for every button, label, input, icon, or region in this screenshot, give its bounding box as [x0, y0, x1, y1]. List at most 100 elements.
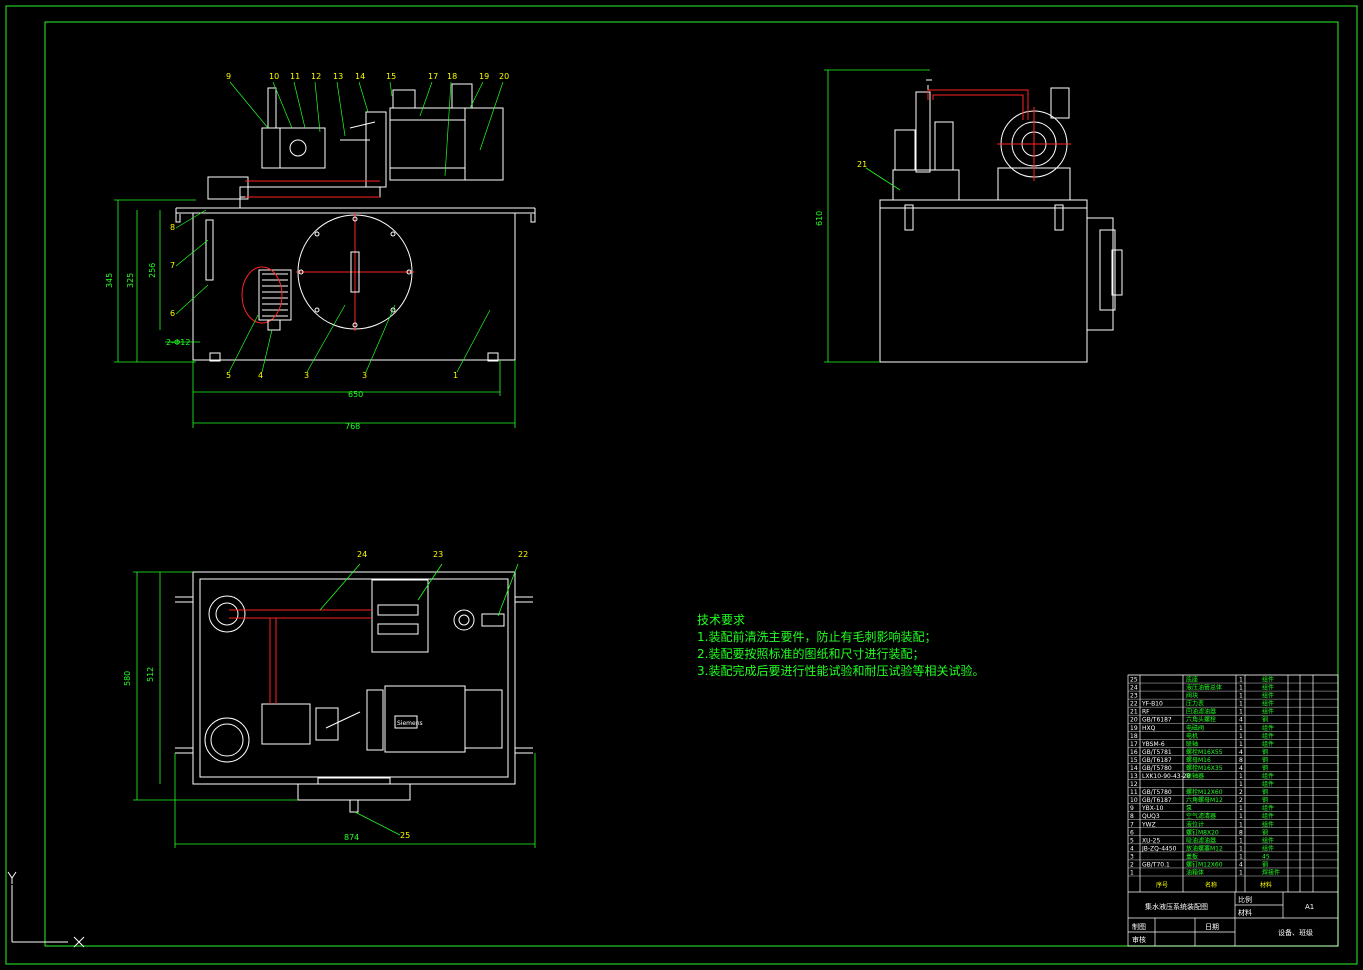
bom-cell-no: 7	[1130, 821, 1134, 828]
bom-cell-code: GB/T5781	[1142, 749, 1172, 756]
callout: 6	[170, 309, 175, 318]
bom-cell-qty: 1	[1239, 853, 1243, 860]
bom-cell-no: 14	[1130, 765, 1138, 772]
tank-body	[192, 212, 516, 361]
bom-cell-mat: 组件	[1262, 740, 1274, 748]
bom-cell-qty: 2	[1239, 789, 1243, 796]
bom-cell-name: 液压油管总体	[1186, 684, 1222, 692]
bom-cell-no: 9	[1130, 805, 1134, 812]
top-dim-580: 580	[123, 671, 132, 686]
bom-cell-mat: 钢	[1262, 716, 1268, 724]
suction-filter	[258, 269, 292, 321]
bom-cell-name: 电机	[1186, 732, 1198, 740]
dim-650: 650	[348, 390, 363, 399]
bom-cell-name: 盖板	[1186, 852, 1198, 860]
dim-325: 325	[126, 273, 135, 288]
tech-req-item: 1.装配前清洗主要件，防止有毛刺影响装配；	[697, 630, 937, 644]
top-dim-874: 874	[344, 833, 359, 842]
bom-cell-no: 3	[1130, 853, 1134, 860]
bom-cell-mat: 组件	[1262, 780, 1274, 788]
bom-cell-code: GB/T6187	[1142, 757, 1172, 764]
bom-cell-name: 联轴器	[1186, 772, 1204, 780]
callout: 20	[499, 72, 509, 81]
bom-cell-no: 17	[1130, 741, 1138, 748]
check-label: 审核	[1132, 935, 1146, 944]
callout: 1	[453, 371, 458, 380]
bom-cell-qty: 1	[1239, 845, 1243, 852]
callout: 21	[857, 160, 867, 169]
bom-cell-qty: 1	[1239, 677, 1243, 684]
title-block-text: 序号 名称 材料 集水液压系统装配图 比例 材料 A1 制图 审核 日期 设备、…	[1132, 881, 1314, 944]
callout: 13	[333, 72, 343, 81]
callout: 8	[170, 223, 175, 232]
bom-cell-no: 11	[1130, 789, 1138, 796]
bom-cell-qty: 8	[1239, 829, 1243, 836]
bom-cell-name: 六角螺母M12	[1186, 796, 1223, 804]
bom-cell-mat: 焊接件	[1262, 869, 1280, 877]
bom-cell-name: 泵	[1186, 805, 1192, 812]
bom-cell-code: HXQ	[1142, 725, 1156, 732]
material-label: 材料	[1238, 908, 1252, 917]
bom-cell-no: 8	[1130, 813, 1134, 820]
dim-345: 345	[105, 273, 114, 288]
sheet-size: A1	[1305, 903, 1314, 911]
bom-cell-mat: 组件	[1262, 804, 1274, 812]
bom-cell-no: 21	[1130, 709, 1138, 716]
bom-cell-qty: 1	[1239, 693, 1243, 700]
callout: 24	[357, 550, 367, 559]
callout: 10	[269, 72, 279, 81]
drawing-name: 集水液压系统装配图	[1145, 902, 1208, 911]
bom-cell-qty: 2	[1239, 797, 1243, 804]
side-view-dimensions	[824, 69, 930, 363]
sheet-inner-border	[44, 21, 1339, 947]
bom-cell-name: 回油滤油器	[1186, 708, 1216, 716]
tech-req-title: 技术要求	[697, 613, 746, 627]
bom-cell-qty: 4	[1239, 765, 1243, 772]
callout: 17	[428, 72, 438, 81]
motor-badge: Siemens	[397, 720, 423, 727]
top-motor	[384, 685, 466, 753]
callout: 25	[400, 831, 410, 840]
bom-cell-mat: 组件	[1262, 732, 1274, 740]
bom-cell-no: 15	[1130, 757, 1138, 764]
bom-cell-mat: 45	[1262, 853, 1270, 860]
bom-header-material: 材料	[1260, 881, 1272, 889]
front-view	[175, 83, 536, 362]
bom-cell-code: JB-ZQ-4450	[1141, 845, 1177, 852]
top-view	[175, 571, 533, 813]
bom-cell-name: 压力表	[1186, 700, 1204, 708]
bom-cell-name: 阀块	[1186, 692, 1198, 700]
top-dim-512: 512	[146, 667, 155, 682]
callout: 11	[290, 72, 300, 81]
bom-cell-no: 13	[1130, 773, 1138, 780]
callout: 19	[479, 72, 489, 81]
date-label: 日期	[1205, 923, 1219, 931]
filler-cap	[204, 717, 250, 763]
bom-cell-mat: 组件	[1262, 700, 1274, 708]
bom-cell-qty: 1	[1239, 733, 1243, 740]
bom-cell-no: 18	[1130, 733, 1138, 740]
bom-cell-mat: 组件	[1262, 708, 1274, 716]
tech-req-item: 3.装配完成后要进行性能试验和耐压试验等相关试验。	[697, 664, 985, 678]
bom-cell-qty: 1	[1239, 821, 1243, 828]
front-view-leaders	[175, 81, 504, 373]
callout: 3	[362, 371, 367, 380]
bom-cell-no: 22	[1130, 701, 1138, 708]
bom-cell-qty: 4	[1239, 717, 1243, 724]
bom-cell-code: LXK10-90-43-28	[1142, 773, 1191, 780]
bom-cell-no: 5	[1130, 837, 1134, 844]
school-label: 设备、班级	[1278, 928, 1313, 937]
bom-cell-no: 16	[1130, 749, 1138, 756]
bom-cell-mat: 组件	[1262, 676, 1274, 684]
bom-cell-mat: 钢	[1262, 764, 1268, 772]
callout: 22	[518, 550, 528, 559]
callout: 9	[226, 72, 231, 81]
bom-cell-qty: 4	[1239, 861, 1243, 868]
bom-cell-mat: 钢	[1262, 796, 1268, 804]
pump-body	[279, 127, 326, 169]
bom-cell-no: 25	[1130, 677, 1138, 684]
bom-cell-code: GB/T5780	[1142, 789, 1172, 796]
top-view-dimensions	[133, 563, 536, 848]
